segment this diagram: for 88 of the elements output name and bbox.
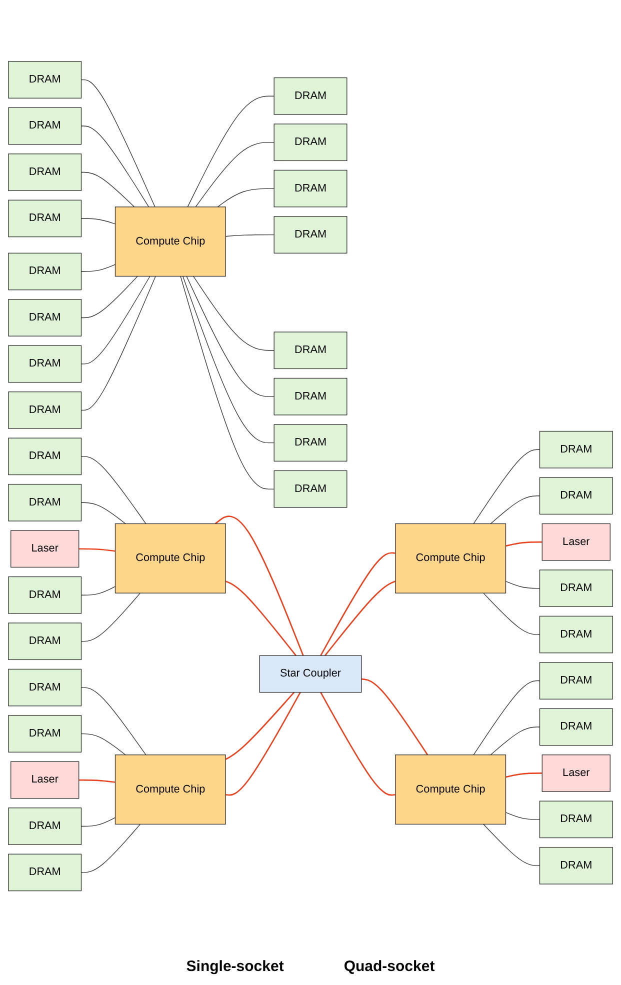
node-box: DRAM [274, 332, 348, 369]
node-box: DRAM [8, 153, 82, 191]
node-box: Compute Chip [395, 754, 506, 824]
node-box: DRAM [539, 662, 613, 700]
connector [80, 586, 116, 596]
node-box: DRAM [274, 378, 348, 416]
node-box: DRAM [539, 477, 613, 514]
connector [80, 733, 126, 756]
connector [80, 264, 116, 272]
connector [182, 276, 274, 444]
connector [78, 779, 116, 783]
node-box: Laser [10, 530, 80, 568]
connector [320, 692, 396, 796]
connector [180, 276, 274, 490]
connector [324, 580, 396, 656]
connector [483, 592, 540, 635]
node-box: Laser [542, 754, 610, 792]
node-box: Compute Chip [114, 754, 226, 824]
connector [80, 276, 156, 410]
connector [80, 592, 141, 642]
connector [225, 580, 296, 656]
node-box: DRAM [8, 622, 82, 660]
connector [80, 276, 138, 318]
node-box: DRAM [274, 470, 348, 508]
node-box: DRAM [8, 107, 82, 145]
node-box: DRAM [274, 216, 348, 254]
connector [214, 516, 304, 656]
connector [320, 552, 396, 656]
connector [217, 188, 274, 208]
connector [505, 812, 540, 820]
node-box: DRAM [8, 714, 82, 752]
connector [80, 502, 126, 524]
node-box: DRAM [8, 576, 82, 614]
node-box: DRAM [274, 170, 348, 208]
node-box: DRAM [539, 616, 613, 654]
connector [483, 824, 540, 866]
node-box: DRAM [8, 484, 82, 522]
connector [473, 449, 540, 524]
node-box: DRAM [539, 800, 613, 838]
connector [225, 234, 274, 237]
node-box: DRAM [8, 807, 82, 845]
connector [186, 276, 274, 397]
node-box: Laser [10, 761, 80, 799]
connector [80, 126, 150, 208]
node-box: Star Coupler [259, 655, 362, 693]
connector [490, 495, 540, 524]
connector [80, 276, 150, 364]
connector [80, 687, 146, 756]
node-box: DRAM [539, 430, 613, 468]
connector [225, 692, 295, 760]
node-box: Compute Chip [395, 523, 506, 594]
node-box: DRAM [539, 846, 613, 884]
connector [473, 680, 540, 756]
node-box: DRAM [539, 708, 613, 746]
node-box: DRAM [8, 668, 82, 706]
node-box: DRAM [8, 345, 82, 383]
connector [78, 548, 116, 552]
connector [226, 692, 301, 796]
connector [187, 96, 274, 208]
node-box: DRAM [8, 854, 82, 892]
connector [80, 218, 116, 224]
node-box: DRAM [8, 438, 82, 475]
node-box: DRAM [8, 60, 82, 98]
connector [361, 678, 428, 756]
node-box: Compute Chip [114, 523, 226, 594]
connector [80, 79, 156, 208]
connector [80, 172, 135, 208]
node-box: DRAM [539, 569, 613, 607]
caption-label: Single-socket [186, 958, 284, 975]
node-box: DRAM [274, 124, 348, 161]
connector [506, 541, 542, 546]
caption-label: Quad-socket [344, 958, 435, 975]
node-box: DRAM [8, 252, 82, 290]
connector [195, 142, 274, 208]
node-box: Compute Chip [114, 206, 226, 276]
connector [80, 456, 146, 524]
node-box: DRAM [8, 200, 82, 238]
connector [80, 824, 141, 873]
node-box: DRAM [274, 77, 348, 115]
connector [505, 580, 540, 588]
connector [193, 276, 274, 351]
connector [80, 817, 116, 826]
node-box: DRAM [274, 424, 348, 462]
connector [506, 772, 542, 778]
node-box: Laser [542, 523, 610, 561]
node-box: DRAM [8, 391, 82, 429]
node-box: DRAM [8, 298, 82, 336]
connector [490, 726, 540, 756]
